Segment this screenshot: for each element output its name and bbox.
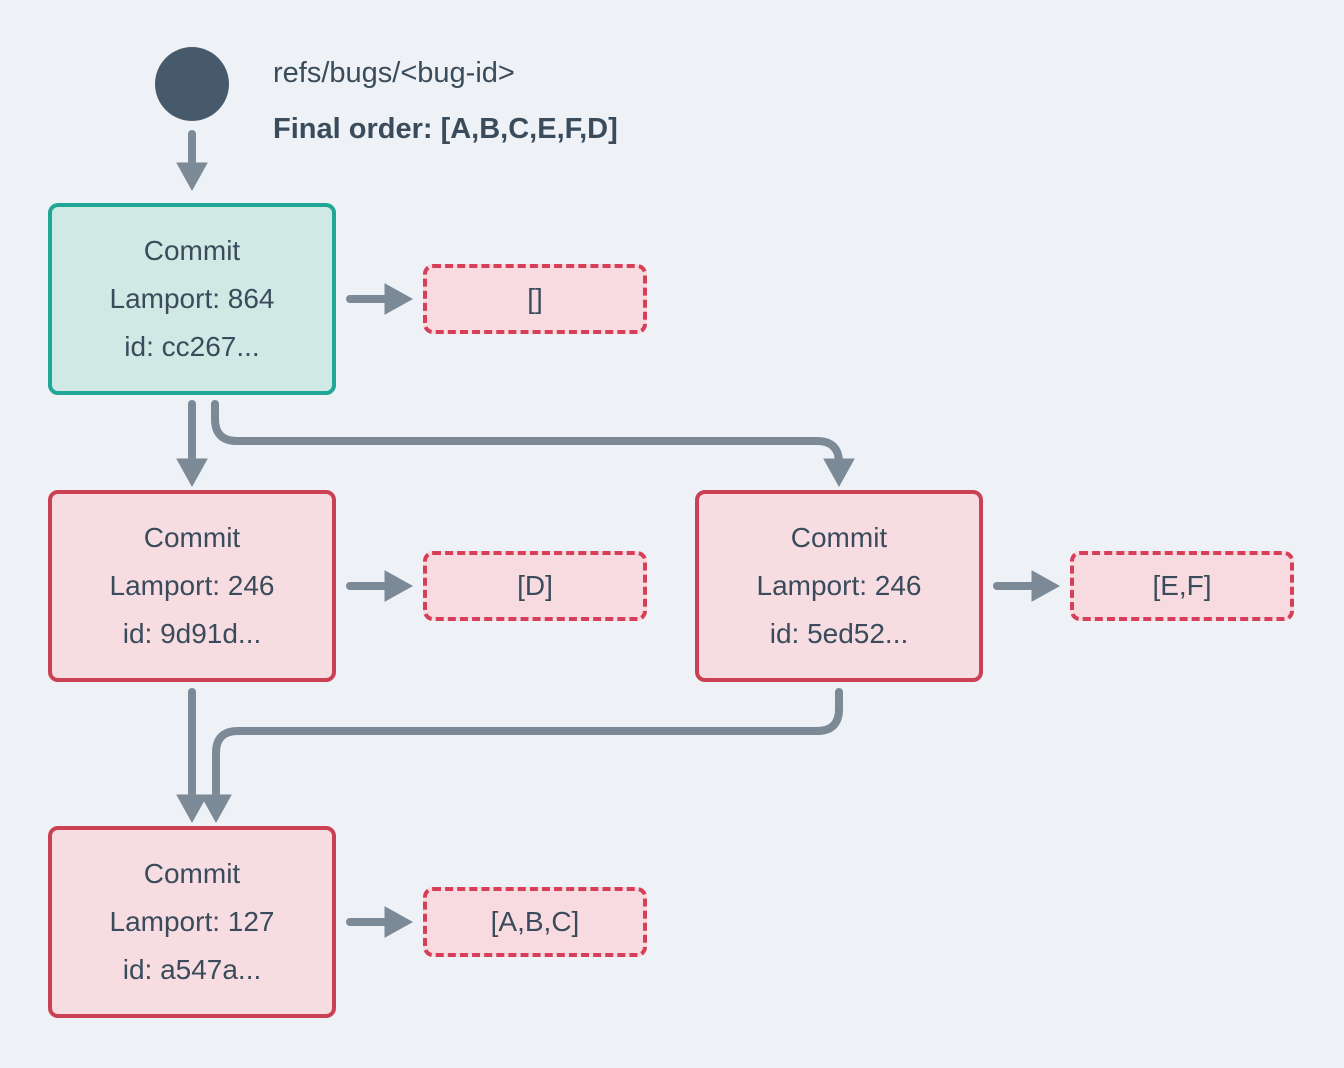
arrowhead-ref-to-cc267: [176, 162, 208, 192]
commit-id: id: a547a...: [122, 954, 262, 985]
commit-node-9d91d: Commit Lamport: 246 id: 9d91d...: [48, 490, 336, 682]
operations-label: [E,F]: [1152, 570, 1212, 601]
arrowhead-9d91d-to-a547a: [176, 794, 208, 824]
commit-lamport: Lamport: 246: [756, 570, 922, 601]
commit-node-5ed52: Commit Lamport: 246 id: 5ed52...: [695, 490, 983, 682]
arrowhead-cc267-to-5ed52: [823, 458, 855, 488]
operations-box-9d91d: [D]: [423, 551, 647, 621]
arrowhead-9d91d-to-ops: [384, 570, 414, 602]
commit-lamport: Lamport: 127: [109, 906, 275, 937]
operations-label: [D]: [517, 570, 553, 601]
operations-label: []: [527, 283, 543, 314]
operations-box-a547a: [A,B,C]: [423, 887, 647, 957]
arrowhead-5ed52-to-ops: [1031, 570, 1061, 602]
arrowhead-a547a-to-ops: [384, 906, 414, 938]
arrowhead-cc267-to-ops: [384, 283, 414, 315]
commit-id: id: 5ed52...: [769, 618, 909, 649]
commit-title: Commit: [790, 522, 888, 553]
final-order-label: Final order: [A,B,C,E,F,D]: [273, 113, 618, 145]
operations-box-5ed52: [E,F]: [1070, 551, 1294, 621]
operations-label: [A,B,C]: [490, 906, 580, 937]
ref-label: refs/bugs/<bug-id>: [273, 57, 515, 89]
commit-title: Commit: [143, 235, 241, 266]
commit-node-cc267: Commit Lamport: 864 id: cc267...: [48, 203, 336, 395]
arrowhead-5ed52-to-a547a: [200, 794, 232, 824]
commit-title: Commit: [143, 522, 241, 553]
arrowhead-cc267-to-9d91d: [176, 458, 208, 488]
ref-node-icon: [155, 47, 229, 121]
commit-id: id: cc267...: [124, 331, 260, 362]
edge-5ed52-to-a547a: [212, 688, 843, 800]
commit-id: id: 9d91d...: [122, 618, 262, 649]
operations-box-cc267: []: [423, 264, 647, 334]
commit-node-a547a: Commit Lamport: 127 id: a547a...: [48, 826, 336, 1018]
commit-lamport: Lamport: 864: [109, 283, 275, 314]
commit-title: Commit: [143, 858, 241, 889]
edge-cc267-to-5ed52: [211, 400, 843, 468]
commit-lamport: Lamport: 246: [109, 570, 275, 601]
